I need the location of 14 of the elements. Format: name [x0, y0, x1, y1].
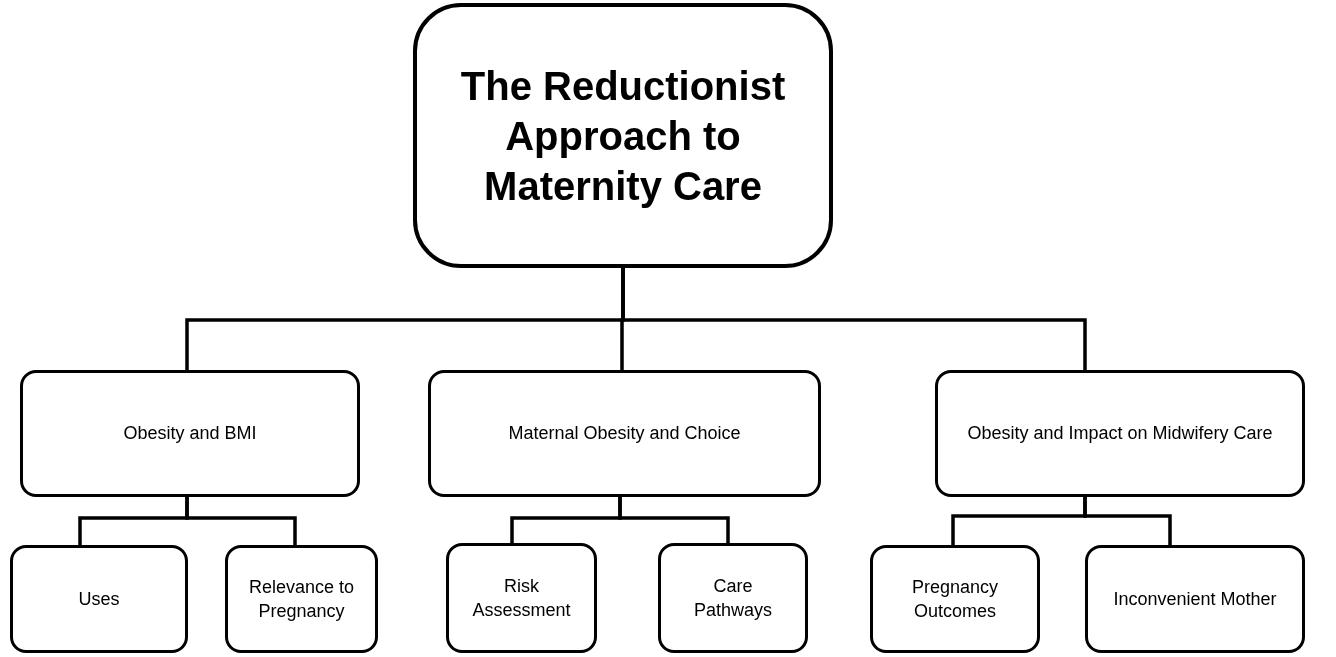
topic-box: Maternal Obesity and Choice — [428, 370, 821, 497]
connector-line — [618, 497, 730, 543]
title-box: The Reductionist Approach to Maternity Care — [413, 3, 833, 268]
topic-box: Inconvenient Mother — [1085, 545, 1305, 653]
connector-line — [621, 268, 1087, 370]
topic-box: Relevance to Pregnancy — [225, 545, 378, 653]
connector-line — [1083, 497, 1172, 545]
topic-box: Obesity and BMI — [20, 370, 360, 497]
connector-line — [185, 497, 297, 545]
topic-box: Obesity and Impact on Midwifery Care — [935, 370, 1305, 497]
topic-box: Care Pathways — [658, 543, 808, 653]
topic-box: Pregnancy Outcomes — [870, 545, 1040, 653]
topic-box: Risk Assessment — [446, 543, 597, 653]
topic-box: Uses — [10, 545, 188, 653]
